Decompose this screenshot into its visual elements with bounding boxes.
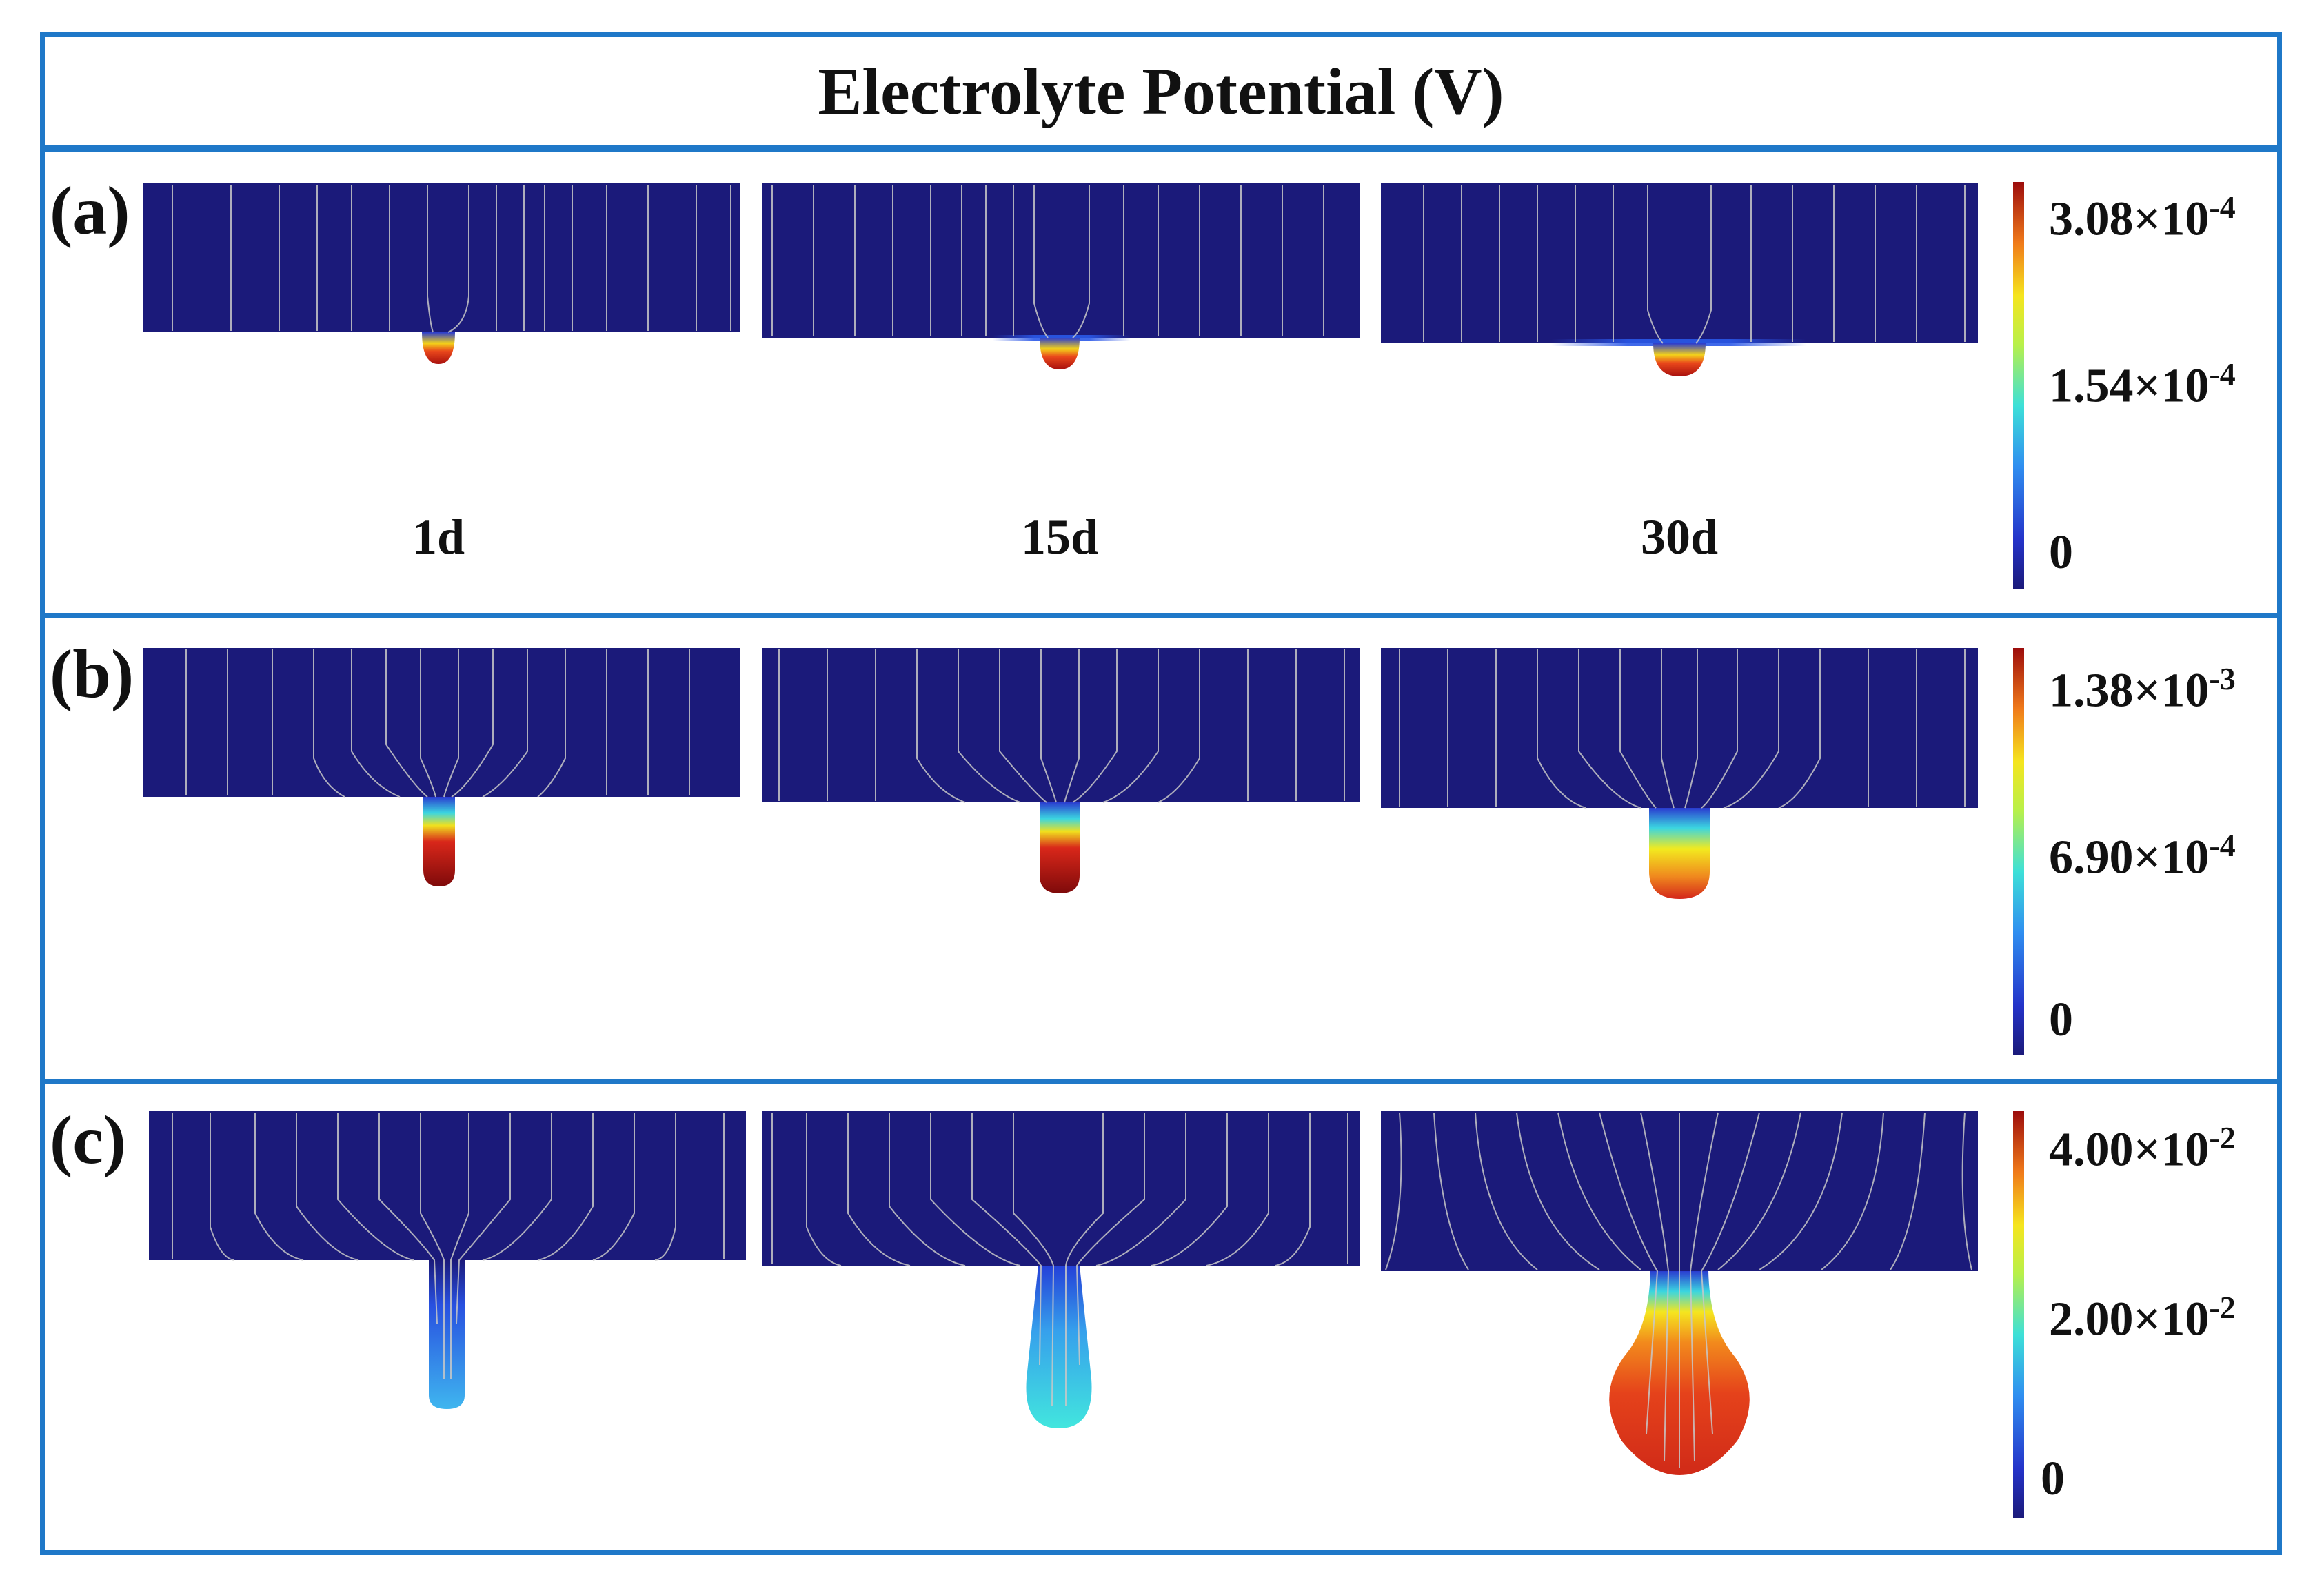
panel-c-simulations	[149, 1111, 1978, 1475]
panel-b-simulations	[143, 648, 1978, 899]
colorbar-a-min-label: 0	[2049, 526, 2073, 579]
c-1d-domain	[149, 1111, 746, 1260]
figure-title: Electrolyte Potential (V)	[818, 54, 1504, 128]
c-15d-pit	[1026, 1266, 1092, 1428]
b-1d-domain	[143, 648, 740, 797]
c-1d-pit	[429, 1260, 465, 1409]
colorbar-b-mid-label: 6.90×10-4	[2049, 828, 2236, 884]
c-15d-domain	[762, 1111, 1360, 1266]
b-30d-domain	[1381, 648, 1978, 808]
b-30d-pit	[1649, 808, 1710, 899]
colorbar-a-mid-label: 1.54×10-4	[2049, 356, 2236, 413]
column-label-1d: 1d	[412, 509, 465, 565]
colorbar-c-max-label: 4.00×10-2	[2049, 1120, 2236, 1177]
column-label-30d: 30d	[1640, 509, 1719, 565]
panel-a-simulations	[143, 183, 1978, 376]
colorbar-a	[2013, 182, 2024, 589]
b-15d-pit	[1040, 802, 1080, 893]
a-1d-domain	[143, 183, 740, 332]
colorbar-c-mid-label: 2.00×10-2	[2049, 1290, 2236, 1346]
b-15d-domain	[762, 648, 1360, 802]
colorbar-c	[2013, 1111, 2024, 1518]
colorbar-a-max-label: 3.08×10-4	[2049, 190, 2236, 246]
colorbar-b	[2013, 648, 2024, 1055]
b-1d-pit	[423, 797, 455, 886]
a-15d-pit	[1040, 338, 1080, 369]
a-30d-domain	[1381, 183, 1978, 343]
panel-label-a: (a)	[50, 172, 130, 249]
colorbar-b-max-label: 1.38×10-3	[2049, 661, 2236, 718]
a-15d-domain	[762, 183, 1360, 338]
colorbar-c-min-label: 0	[2041, 1452, 2065, 1505]
panel-label-b: (b)	[50, 636, 134, 712]
column-label-15d: 15d	[1020, 509, 1099, 565]
colorbar-b-min-label: 0	[2049, 993, 2073, 1046]
panel-c-frame	[40, 1079, 2282, 1555]
a-1d-pit	[422, 332, 455, 364]
a-30d-pit	[1653, 343, 1706, 376]
panel-label-c: (c)	[50, 1102, 126, 1178]
